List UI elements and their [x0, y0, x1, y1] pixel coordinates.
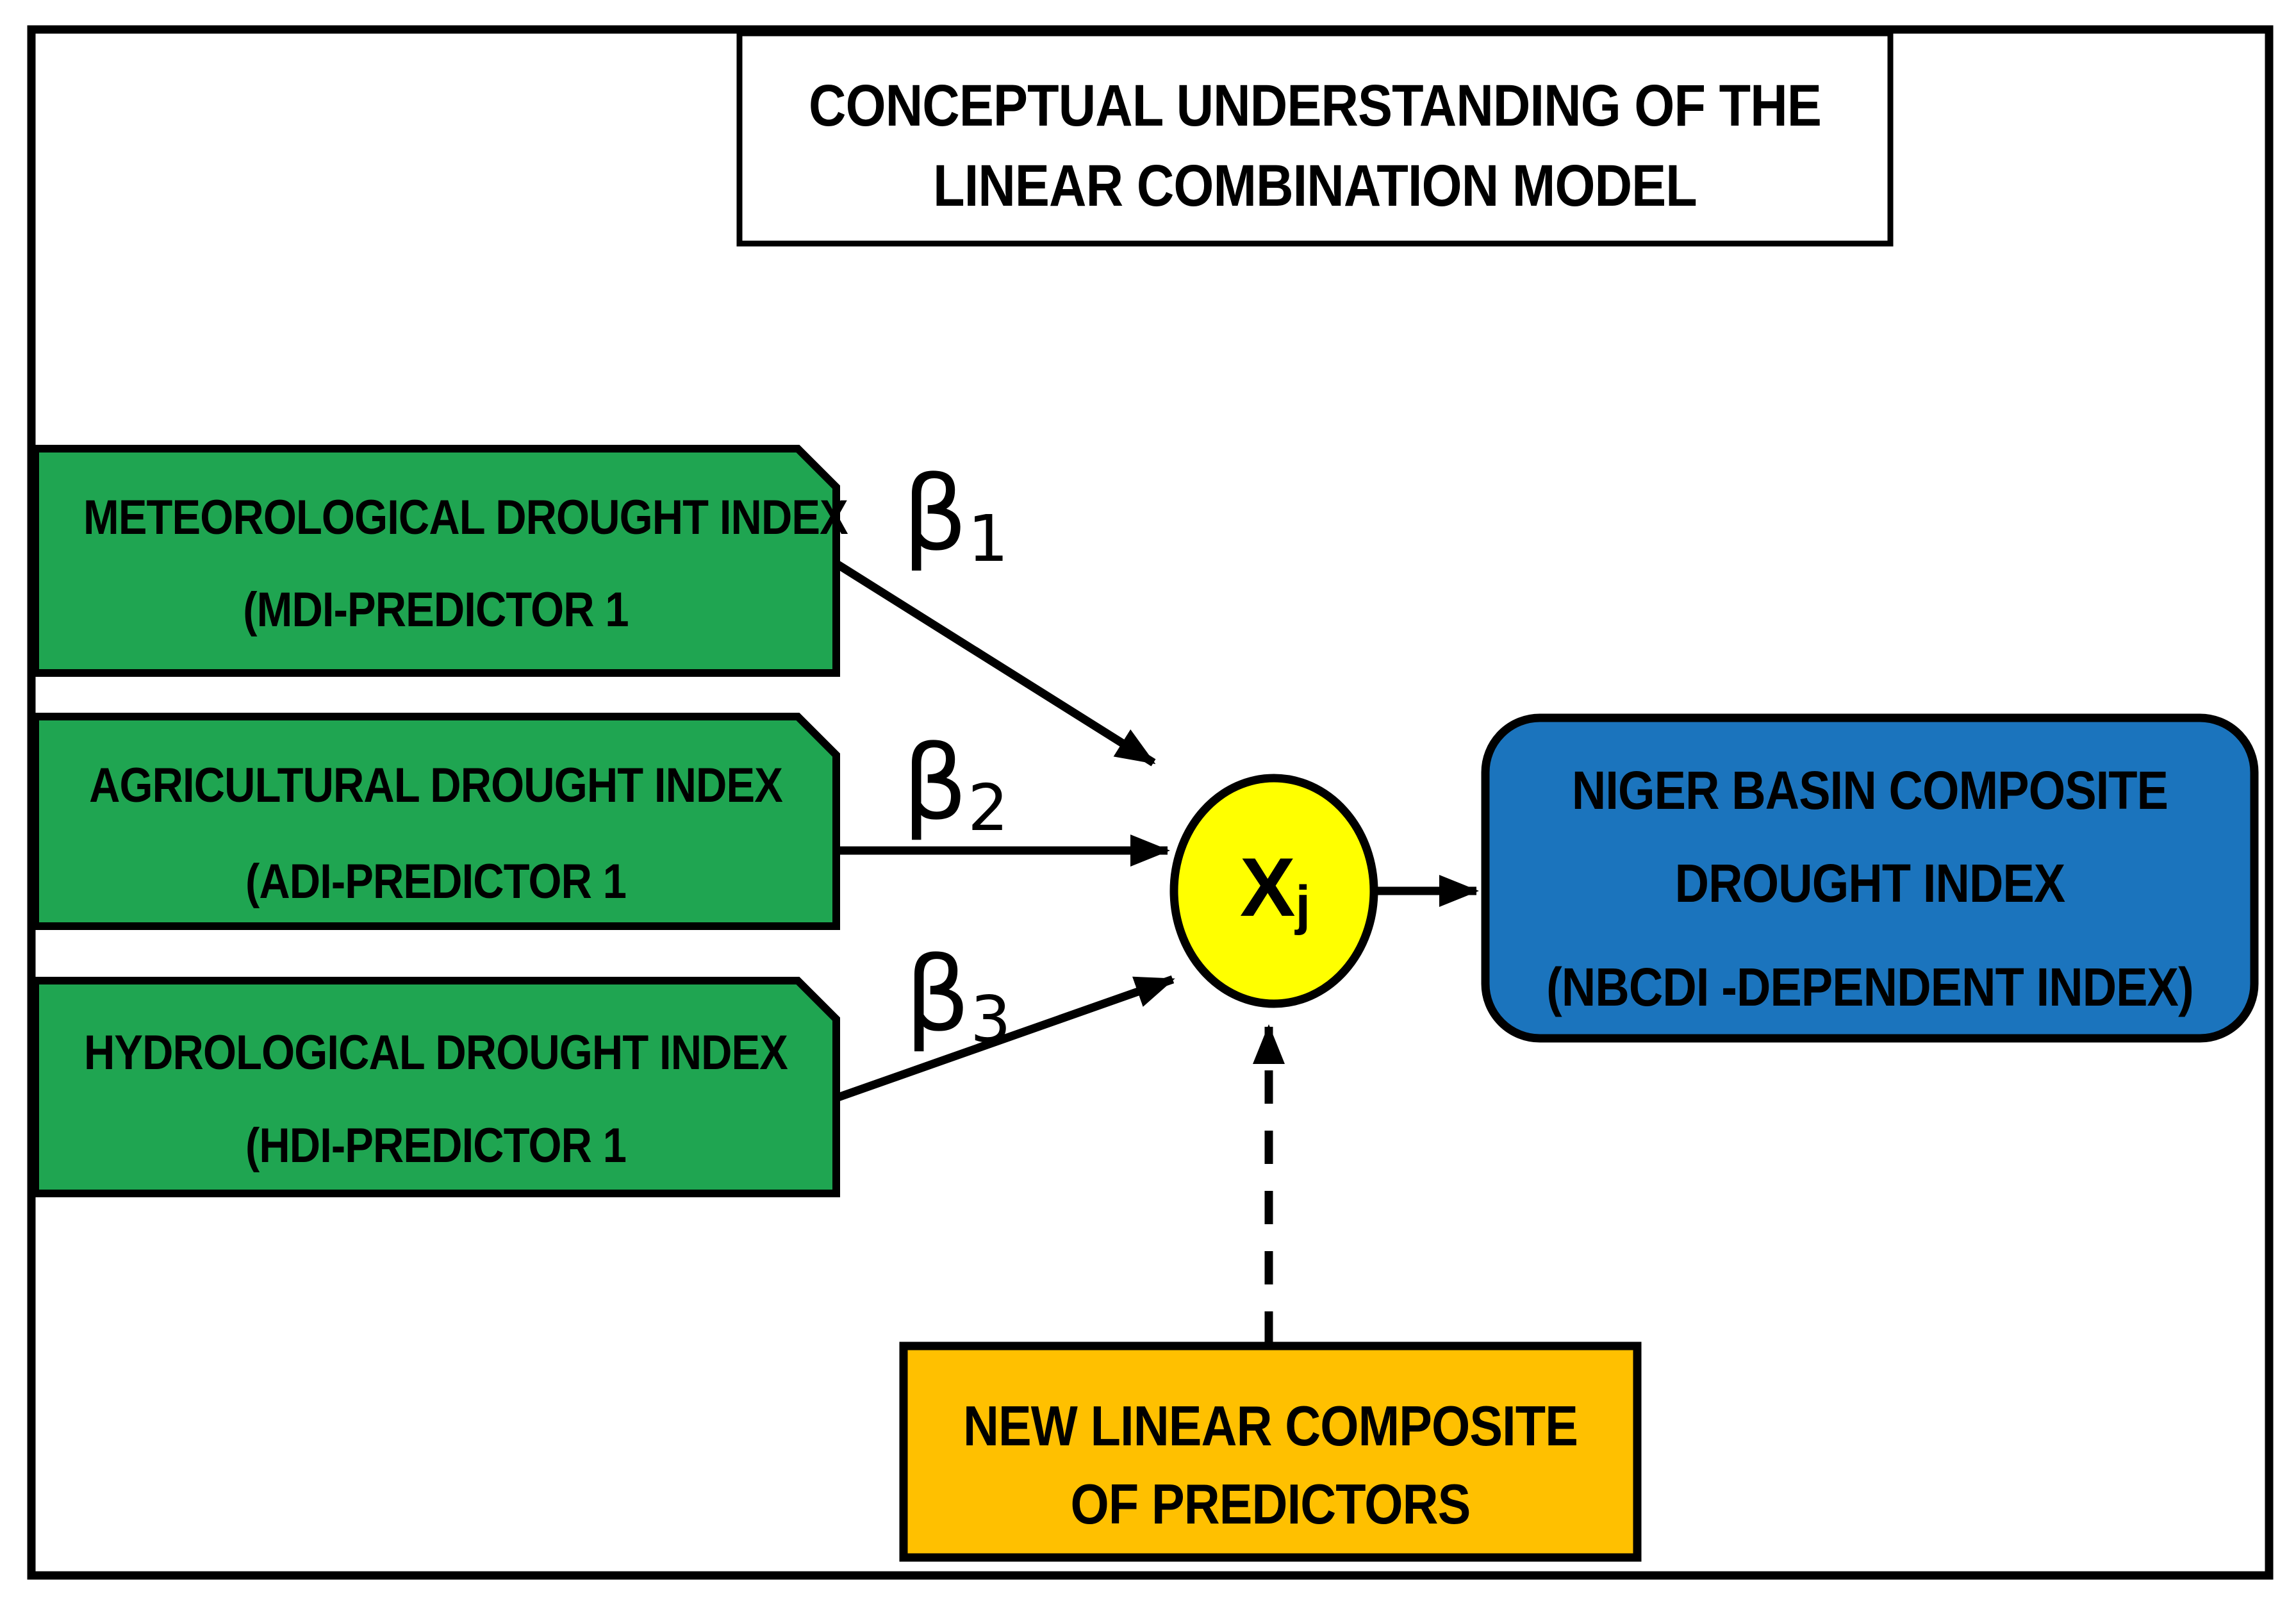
predictor-2-line-1: AGRICULTURAL DROUGHT INDEX [89, 758, 783, 813]
predictor-3-line-1: HYDROLOGICAL DROUGHT INDEX [83, 1026, 788, 1080]
beta3-symbol: β [905, 934, 971, 1054]
combiner-node-label: Xj [1240, 845, 1310, 933]
beta1-subscript: 1 [968, 501, 1009, 576]
output-line-1: NIGER BASIN COMPOSITE [1571, 760, 2168, 820]
predictor-2-line-2: (ADI-PREDICTOR 1 [245, 854, 627, 909]
combiner-node-circle [1169, 774, 1378, 1008]
composite-line-1: NEW LINEAR COMPOSITE [962, 1394, 1578, 1458]
predictor-box-hydrological [31, 977, 840, 1197]
combiner-symbol: X [1239, 840, 1296, 934]
beta2-label: β2 [902, 732, 1009, 840]
output-line-3: (NBCDI -DEPENDENT INDEX) [1546, 957, 2194, 1017]
beta1-symbol: β [902, 454, 968, 574]
output-box [1481, 713, 2259, 1043]
output-line-2: DROUGHT INDEX [1674, 853, 2066, 913]
title-line-2: LINEAR COMBINATION MODEL [933, 153, 1697, 219]
predictor-box-agricultural [31, 713, 840, 930]
predictor-box-meteorological [31, 445, 840, 677]
beta2-symbol: β [902, 723, 968, 843]
arrow-beta1 [832, 559, 1156, 767]
beta1-label: β1 [902, 463, 1009, 571]
composite-line-2: OF PREDICTORS [1070, 1472, 1471, 1536]
title-line-1: CONCEPTUAL UNDERSTANDING OF THE [809, 73, 1822, 138]
combiner-subscript: j [1295, 875, 1311, 936]
title-box [736, 30, 1894, 247]
arrow-combiner-to-output [834, 975, 1175, 1102]
composite-box [899, 1341, 1642, 1562]
predictor-1-line-1: METEOROLOGICAL DROUGHT INDEX [83, 490, 848, 545]
predictor-3-line-2: (HDI-PREDICTOR 1 [245, 1118, 627, 1173]
beta2-subscript: 2 [968, 770, 1009, 845]
beta3-label: β3 [905, 943, 1011, 1052]
predictor-1-line-2: (MDI-PREDICTOR 1 [243, 583, 629, 637]
beta3-subscript: 3 [970, 982, 1011, 1057]
